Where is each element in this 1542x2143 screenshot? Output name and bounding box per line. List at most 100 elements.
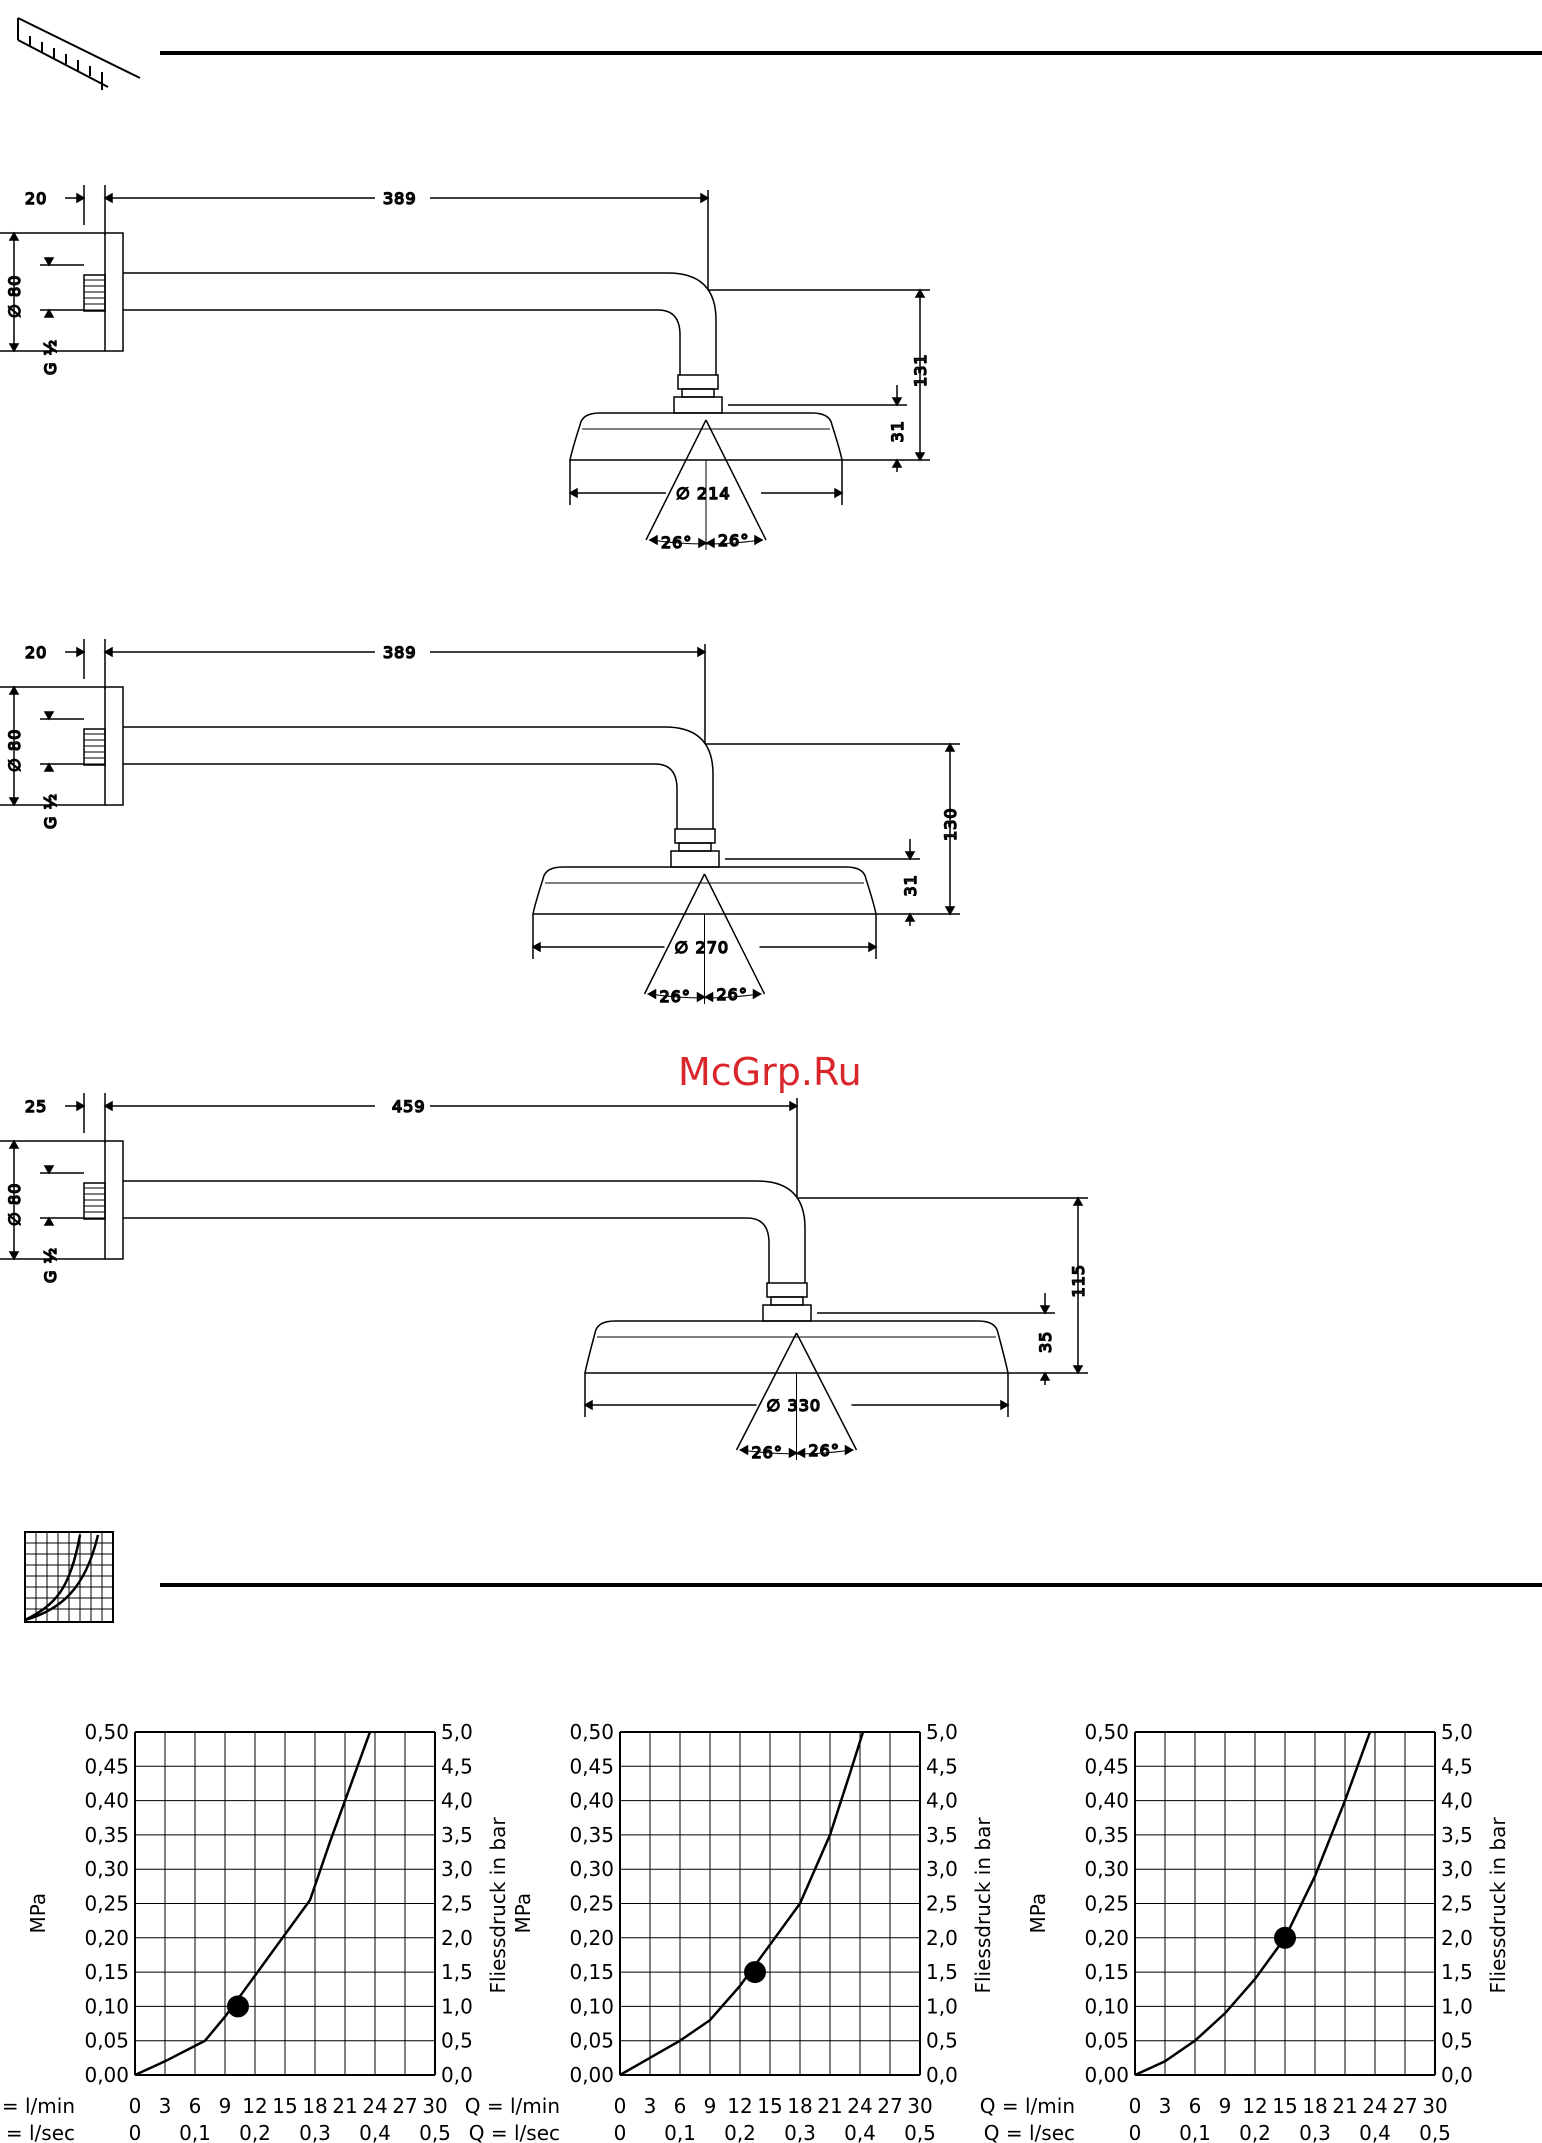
flow-curve (1134, 1731, 1372, 2077)
y-right-tick-label: 3,0 (1441, 1857, 1473, 1881)
y-left-tick-label: 0,05 (1084, 2029, 1129, 2053)
dimension-arrow (944, 906, 956, 916)
x-tick-label: 3 (159, 2094, 172, 2118)
angle-arc (741, 1449, 852, 1455)
angle-arc (650, 539, 762, 545)
dimension-arrow (1072, 1196, 1084, 1206)
total-height-value: 130 (941, 807, 960, 841)
y-right-tick-label: 4,0 (926, 1789, 958, 1813)
y-right-tick-label: 3,5 (441, 1823, 473, 1847)
y-left-axis-label: MPa (26, 1893, 50, 1934)
y-left-tick-label: 0,20 (1084, 1926, 1129, 1950)
x2-tick-label: 0,5 (904, 2121, 936, 2143)
y-right-tick-label: 1,5 (926, 1960, 958, 1984)
angle-arc (649, 993, 760, 999)
y-left-tick-label: 0,45 (1084, 1754, 1129, 1778)
x-tick-label: 21 (332, 2094, 357, 2118)
dimension-arrow (8, 797, 20, 807)
dimension-arrow (43, 308, 55, 318)
x-axis-label-min: Q = l/min (0, 2094, 75, 2118)
y-left-tick-label: 0,25 (569, 1892, 614, 1916)
y-left-tick-label: 0,50 (569, 1720, 614, 1744)
x-tick-label: 30 (1422, 2094, 1447, 2118)
shower-head (532, 866, 877, 915)
rose-diameter-value: ∅ 80 (5, 1183, 24, 1226)
y-right-tick-label: 3,0 (441, 1857, 473, 1881)
rose-diameter-value: ∅ 80 (5, 729, 24, 772)
y-left-tick-label: 0,05 (84, 2029, 129, 2053)
dimension-arrow (738, 1444, 749, 1456)
y-right-tick-label: 4,0 (441, 1789, 473, 1813)
y-right-tick-label: 2,0 (926, 1926, 958, 1950)
y-left-tick-label: 0,25 (84, 1892, 129, 1916)
y-right-tick-label: 3,5 (1441, 1823, 1473, 1847)
dimension-arrow (795, 1447, 806, 1459)
thread-size-value: G ½ (41, 793, 60, 829)
x-axis-label-sec: Q = l/sec (0, 2121, 75, 2143)
x2-tick-label: 0 (1129, 2121, 1142, 2143)
dimension-arrow (76, 1100, 86, 1112)
x-tick-label: 0 (129, 2094, 142, 2118)
dimension-arrow (1072, 1365, 1084, 1375)
dimension-arrow (43, 1216, 55, 1226)
y-right-tick-label: 4,5 (441, 1754, 473, 1778)
y-right-tick-label: 3,5 (926, 1823, 958, 1847)
dimension-arrow (103, 1100, 113, 1112)
dimension-arrow (914, 288, 926, 298)
dimension-arrow (8, 1251, 20, 1261)
x2-tick-label: 0,3 (1299, 2121, 1331, 2143)
shower-arm-top (123, 1180, 806, 1283)
y-left-tick-label: 0,10 (84, 1994, 129, 2018)
spray-cone-left (645, 419, 707, 541)
y-left-tick-label: 0,00 (84, 2063, 129, 2087)
x-tick-label: 24 (847, 2094, 872, 2118)
y-right-tick-label: 0,0 (441, 2063, 473, 2087)
y-right-tick-label: 0,0 (926, 2063, 958, 2087)
y-left-tick-label: 0,50 (84, 1720, 129, 1744)
x2-tick-label: 0,1 (1179, 2121, 1211, 2143)
y-right-tick-label: 4,5 (926, 1754, 958, 1778)
y-right-tick-label: 5,0 (1441, 1720, 1473, 1744)
shower-arm-bottom (123, 309, 681, 375)
y-left-tick-label: 0,35 (84, 1823, 129, 1847)
x-tick-label: 9 (1219, 2094, 1232, 2118)
dimension-arrow (904, 912, 916, 922)
dimension-arrow (43, 1165, 55, 1175)
dimension-arrow (914, 452, 926, 462)
operating-point (744, 1961, 766, 1984)
x-tick-label: 27 (877, 2094, 902, 2118)
spray-angle-right-value: 26° (718, 531, 749, 550)
total-height-value: 131 (911, 353, 930, 387)
y-left-tick-label: 0,40 (1084, 1789, 1129, 1813)
y-right-tick-label: 5,0 (926, 1720, 958, 1744)
x-tick-label: 3 (644, 2094, 657, 2118)
shower-arm-top (123, 272, 717, 375)
shower-head (569, 412, 843, 461)
y-right-tick-label: 2,5 (1441, 1892, 1473, 1916)
y-right-tick-label: 1,5 (441, 1960, 473, 1984)
y-left-axis-label: MPa (1026, 1893, 1050, 1934)
dimension-arrow (944, 742, 956, 752)
head-height-value: 31 (901, 874, 920, 896)
y-right-tick-label: 1,0 (1441, 1994, 1473, 2018)
y-right-tick-label: 0,0 (1441, 2063, 1473, 2087)
y-left-tick-label: 0,10 (569, 1994, 614, 2018)
x-tick-label: 6 (1189, 2094, 1202, 2118)
x-tick-label: 0 (1129, 2094, 1142, 2118)
y-left-tick-label: 0,10 (1084, 1994, 1129, 2018)
y-right-axis-label: Fliessdruck in bar (971, 1817, 995, 1994)
y-right-tick-label: 1,0 (926, 1994, 958, 2018)
y-left-tick-label: 0,05 (569, 2029, 614, 2053)
y-right-tick-label: 3,0 (926, 1857, 958, 1881)
x-tick-label: 30 (422, 2094, 447, 2118)
spray-cone-left (735, 1332, 798, 1451)
shower-head (584, 1320, 1009, 1374)
x-tick-label: 24 (362, 2094, 387, 2118)
thread-size-value: G ½ (41, 339, 60, 375)
spray-angle-right-value: 26° (809, 1441, 840, 1460)
x-tick-label: 30 (907, 2094, 932, 2118)
y-left-tick-label: 0,45 (84, 1754, 129, 1778)
x-tick-label: 18 (787, 2094, 812, 2118)
